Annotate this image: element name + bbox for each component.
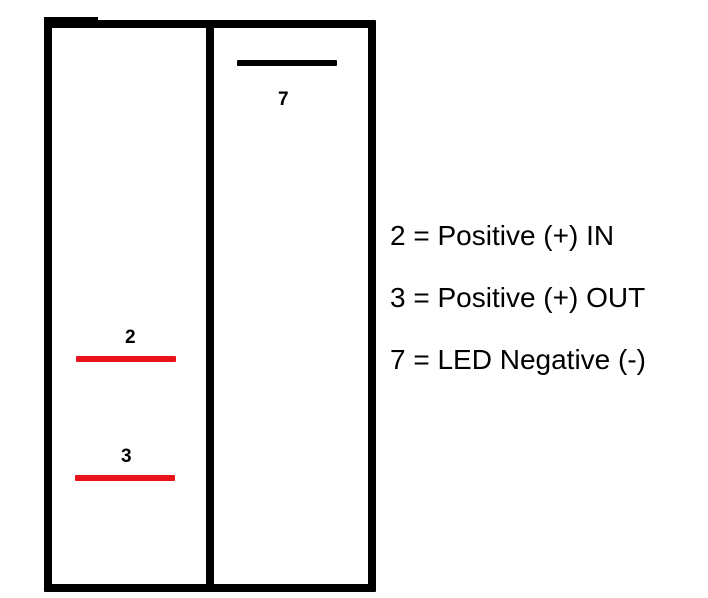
switch-tab-nub bbox=[44, 17, 98, 21]
terminal-2-bar bbox=[76, 356, 176, 362]
terminal-7-bar bbox=[237, 60, 337, 66]
pin-legend: 2 = Positive (+) IN 3 = Positive (+) OUT… bbox=[390, 222, 700, 408]
legend-item-terminal-7: 7 = LED Negative (-) bbox=[390, 344, 646, 375]
terminal-2-label: 2 bbox=[125, 327, 136, 348]
legend-item-terminal-3: 3 = Positive (+) OUT bbox=[390, 282, 646, 313]
legend-item-terminal-2: 2 = Positive (+) IN bbox=[390, 220, 615, 251]
terminal-7-label: 7 bbox=[278, 89, 289, 110]
terminal-3-label: 3 bbox=[121, 446, 132, 467]
terminal-3-bar bbox=[75, 475, 175, 481]
switch-divider bbox=[206, 24, 214, 590]
